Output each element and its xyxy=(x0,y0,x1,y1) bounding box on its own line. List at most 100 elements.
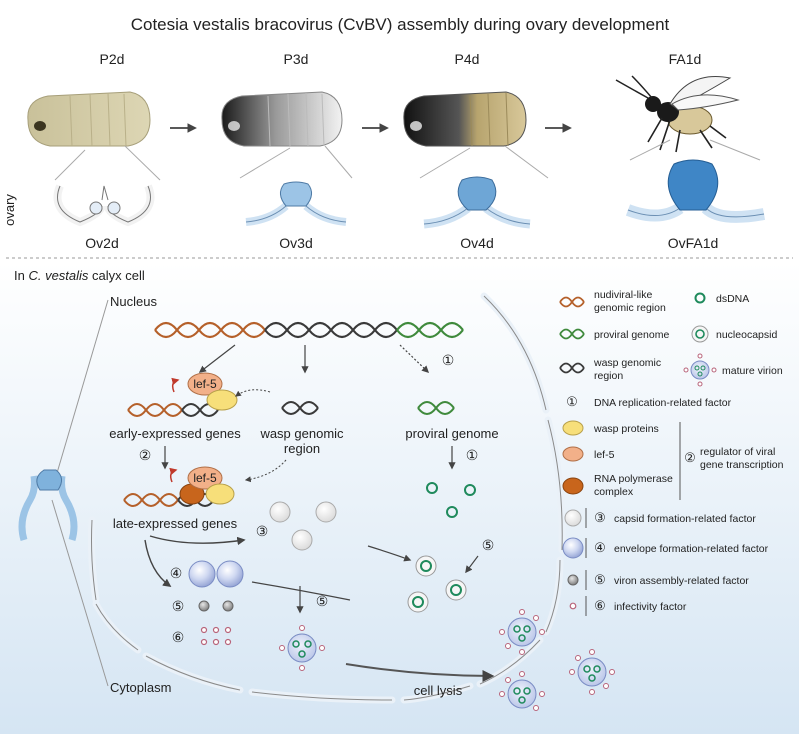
infectivity-factor-dots xyxy=(200,626,232,646)
legend-nudiviral-icon xyxy=(559,296,585,308)
step-1-label-replication: ① xyxy=(466,447,479,463)
step-5-label-left: ⑤ xyxy=(172,598,185,614)
legend-step-5-number: ⑤ xyxy=(594,572,606,587)
nucleus-label: Nucleus xyxy=(110,294,157,309)
legend-lef5-icon xyxy=(562,446,584,462)
adult-wasp-fa1d-image xyxy=(615,75,740,153)
cell-header: In C. vestalis calyx cell xyxy=(14,268,145,283)
stage-label-p3d: P3d xyxy=(284,51,309,67)
wasp-protein-early xyxy=(206,389,238,411)
zoom-lines xyxy=(54,139,761,181)
legend-capsid-icon xyxy=(564,509,582,527)
legend-rnapol-label-line2: complex xyxy=(594,486,634,498)
legend-item6-label: infectivity factor xyxy=(614,601,687,613)
legend-envelope-icon xyxy=(562,537,584,559)
legend: nudiviral-like genomic region dsDNA prov… xyxy=(559,289,784,616)
step-3-label: ③ xyxy=(256,523,269,539)
legend-rnapol-icon xyxy=(562,477,584,495)
lef5-label-late: lef-5 xyxy=(193,471,217,485)
cytoplasm-leader-line xyxy=(51,499,109,687)
legend-rnapol-label-line1: RNA polymerase xyxy=(594,473,673,485)
lef5-activation-arrow-early xyxy=(171,377,180,393)
ovary-ov2d-image xyxy=(53,184,155,227)
stage-label-fa1d: FA1d xyxy=(669,51,702,67)
cell-panel-background xyxy=(0,262,799,734)
ovary-label-ov3d: Ov3d xyxy=(279,235,312,251)
arrow-to-envelope-factors xyxy=(144,539,172,587)
legend-nucleocapsid-icon xyxy=(691,325,709,343)
wasp-protein-late xyxy=(205,483,235,505)
stage-label-p4d: P4d xyxy=(455,51,480,67)
legend-regulator-label-line1: regulator of viral xyxy=(700,446,775,458)
legend-step-6-number: ⑥ xyxy=(594,598,606,613)
legend-wasp-dna-icon xyxy=(559,362,585,374)
figure-title: Cotesia vestalis bracovirus (CvBV) assem… xyxy=(131,15,670,34)
dsdna-circles xyxy=(426,482,476,518)
envelope-factor-spheres xyxy=(188,560,244,588)
legend-nudiviral-label-line2: genomic region xyxy=(594,302,666,314)
legend-nudiviral-label-line1: nudiviral-like xyxy=(594,289,653,301)
ovary-label-ov4d: Ov4d xyxy=(460,235,493,251)
ovary-label-ovfa1d: OvFA1d xyxy=(668,235,719,251)
proviral-genome-dna xyxy=(417,401,455,415)
ovary-inset-icon xyxy=(18,469,78,542)
arrow-to-proviral xyxy=(399,344,430,373)
legend-regulator-label-line2: gene transcription xyxy=(700,459,784,471)
lef5-protein-late xyxy=(187,466,223,490)
legend-dsdna-label: dsDNA xyxy=(716,293,749,305)
legend-infectivity-icon xyxy=(569,602,577,610)
legend-item3-label: capsid formation-related factor xyxy=(614,513,756,525)
legend-wasp-label-line2: region xyxy=(594,370,623,382)
lef5-activation-arrow-late xyxy=(169,467,178,483)
lef5-label-early: lef-5 xyxy=(193,377,217,391)
legend-wasp-proteins-label: wasp proteins xyxy=(593,423,659,435)
lef5-protein-early xyxy=(187,372,223,396)
cell-lysis-arrow xyxy=(345,663,495,682)
legend-assembly-icon xyxy=(567,574,579,586)
legend-item4-label: envelope formation-related factor xyxy=(614,543,769,555)
legend-nucleocapsid-label: nucleocapsid xyxy=(716,329,777,341)
proviral-genome-label: proviral genome xyxy=(405,426,498,441)
legend-item5-label: viron assembly-related factor xyxy=(614,575,749,587)
ovary-row-label: ovary xyxy=(2,194,17,226)
step-4-label: ④ xyxy=(170,565,183,581)
arrow-capsid-to-nucleocapsid xyxy=(367,545,412,562)
legend-step-4-number: ④ xyxy=(594,540,606,555)
legend-mature-virion-icon xyxy=(683,353,717,387)
capsid-factor-spheres xyxy=(269,501,337,551)
legend-item1-label: DNA replication-related factor xyxy=(594,397,732,409)
ovary-ov4d-image xyxy=(423,176,531,229)
legend-lef5-label: lef-5 xyxy=(594,449,615,461)
wasp-genomic-region-dna xyxy=(281,401,319,415)
step-6-label: ⑥ xyxy=(172,629,185,645)
mature-virion-cytoplasm xyxy=(279,625,325,671)
arrow-to-early-genes xyxy=(198,344,236,373)
legend-proviral-icon xyxy=(559,328,585,340)
ovary-ovfa1d-image xyxy=(625,159,766,223)
late-genes-label: late-expressed genes xyxy=(113,516,238,531)
wasp-region-label-line1: wasp genomic xyxy=(259,426,344,441)
arrow-to-capsid-factors xyxy=(149,535,246,546)
cytoplasm-label: Cytoplasm xyxy=(110,680,171,695)
step-2-label: ② xyxy=(139,447,152,463)
arrow-wasp-to-late xyxy=(244,459,287,483)
pupa-p4d-image xyxy=(403,91,527,147)
legend-step-3-number: ③ xyxy=(594,510,606,525)
step-5-label-center: ⑤ xyxy=(316,593,329,609)
assembly-factor-spheres xyxy=(198,600,234,612)
early-genes-label: early-expressed genes xyxy=(109,426,241,441)
legend-mature-virion-label: mature virion xyxy=(722,365,783,377)
pupa-p2d-image xyxy=(27,91,151,147)
legend-step-1-number: ① xyxy=(566,394,578,409)
legend-step-2-number: ② xyxy=(684,450,696,465)
wasp-region-label-line2: region xyxy=(284,441,320,456)
cell-lysis-label: cell lysis xyxy=(414,683,463,698)
legend-wasp-label-line1: wasp genomic xyxy=(593,357,661,369)
nucleocapsids xyxy=(407,555,467,613)
nucleus-leader-line xyxy=(51,299,109,491)
legend-wasp-protein-icon xyxy=(562,420,584,436)
nuclear-envelope-outline xyxy=(91,295,563,701)
legend-proviral-label: proviral genome xyxy=(594,329,669,341)
